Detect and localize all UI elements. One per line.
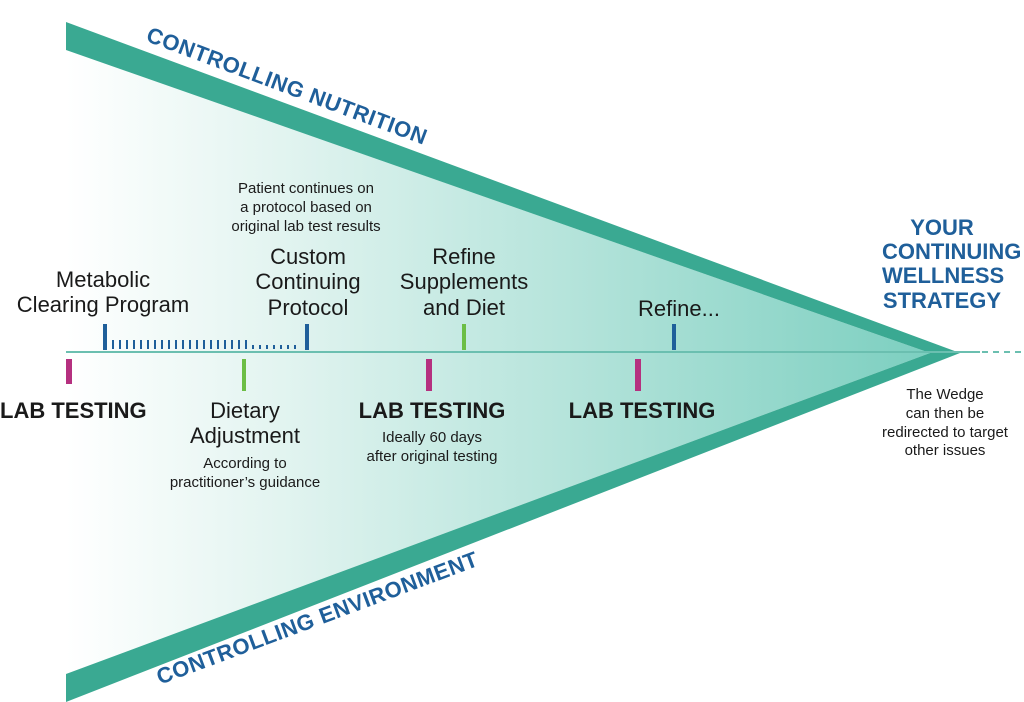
program-tick-13 (203, 340, 205, 349)
patient-note-line-2: a protocol based on (240, 198, 372, 216)
metabolic-clearing-line-2: Clearing Program (16, 292, 190, 318)
lab2-note-line-2: after original testing (366, 447, 498, 465)
program-tick-12 (196, 340, 198, 349)
refine-supplements-line-2: Supplements (399, 269, 529, 295)
program-tick-8 (168, 340, 170, 349)
program-tick-14 (210, 340, 212, 349)
program-tick-15 (217, 340, 219, 349)
dietary-note-line-2: practitioner’s guidance (169, 473, 321, 491)
program-tick-23 (273, 345, 275, 349)
protocol-marker-refine (672, 324, 676, 350)
dietary-note-line-1: According to (203, 455, 287, 472)
protocol-marker-start (103, 324, 107, 350)
wedge-fill (66, 50, 930, 674)
lab-testing-label-2: LAB TESTING (358, 398, 506, 423)
wedge-top-band (66, 22, 960, 353)
program-tick-16 (224, 340, 226, 349)
lab-testing-2-note: Ideally 60 days after original testing (352, 429, 512, 467)
dietary-adjustment-line-1: Dietary (210, 398, 280, 423)
patient-continues-note: Patient continues on a protocol based on… (206, 180, 406, 236)
program-tick-24 (280, 345, 282, 349)
goal-title-line-3: WELLNESS (882, 263, 1005, 289)
dietary-adjustment-note: According to practitioner’s guidance (155, 455, 335, 493)
program-tick-20 (252, 345, 254, 349)
wedge-bottom-band (66, 353, 960, 702)
goal-note-line-2: can then be (905, 404, 985, 422)
protocol-marker-custom (305, 324, 309, 350)
dietary-adjustment-line-2: Adjustment (189, 423, 301, 449)
program-tick-10 (182, 340, 184, 349)
dietary-adjustment-label: Dietary Adjustment (165, 398, 325, 449)
program-tick-26 (294, 345, 296, 349)
custom-protocol-label: Custom Continuing Protocol (238, 244, 378, 320)
patient-note-line-1: Patient continues on (238, 180, 374, 197)
lab2-note-line-1: Ideally 60 days (381, 429, 483, 446)
program-tick-3 (133, 340, 135, 349)
goal-title: YOUR CONTINUING WELLNESS STRATEGY (882, 215, 1022, 313)
program-tick-0 (112, 340, 114, 349)
program-tick-17 (231, 340, 233, 349)
program-tick-18 (238, 340, 240, 349)
lab-marker-1 (66, 359, 72, 384)
lab-testing-label-3: LAB TESTING (568, 398, 716, 423)
lab-marker-3 (635, 359, 641, 391)
refine-label: Refine... (638, 296, 720, 321)
custom-protocol-line-1: Custom (270, 244, 346, 269)
lab-testing-label-1: LAB TESTING (0, 398, 147, 423)
metabolic-program-ticks (112, 340, 296, 349)
program-tick-21 (259, 345, 261, 349)
program-tick-22 (266, 345, 268, 349)
program-tick-7 (161, 340, 163, 349)
goal-title-line-1: YOUR (910, 215, 974, 240)
program-tick-1 (119, 340, 121, 349)
goal-title-line-4: STRATEGY (882, 287, 1002, 313)
patient-note-line-3: original lab test results (231, 217, 381, 235)
program-tick-19 (245, 340, 247, 349)
lab-marker-2 (426, 359, 432, 391)
program-tick-4 (140, 340, 142, 349)
metabolic-clearing-label: Metabolic Clearing Program (0, 267, 206, 318)
custom-protocol-line-3: Protocol (267, 294, 349, 320)
custom-protocol-line-2: Continuing (255, 269, 361, 295)
program-tick-11 (189, 340, 191, 349)
program-tick-6 (154, 340, 156, 349)
diet-marker-below (242, 359, 246, 391)
goal-note: The Wedge can then be redirected to targ… (870, 386, 1020, 461)
program-tick-25 (287, 345, 289, 349)
refine-supplements-label: Refine Supplements and Diet (384, 244, 544, 320)
goal-note-line-4: other issues (904, 442, 986, 460)
goal-note-line-3: redirected to target (882, 423, 1008, 441)
program-tick-2 (126, 340, 128, 349)
metabolic-clearing-line-1: Metabolic (55, 267, 151, 292)
refine-supplements-line-1: Refine (432, 244, 496, 269)
program-tick-9 (175, 340, 177, 349)
refine-supplements-line-3: and Diet (423, 294, 505, 320)
diet-marker-above (462, 324, 466, 350)
goal-title-line-2: CONTINUING (882, 239, 1022, 265)
goal-note-line-1: The Wedge (906, 386, 984, 403)
program-tick-5 (147, 340, 149, 349)
